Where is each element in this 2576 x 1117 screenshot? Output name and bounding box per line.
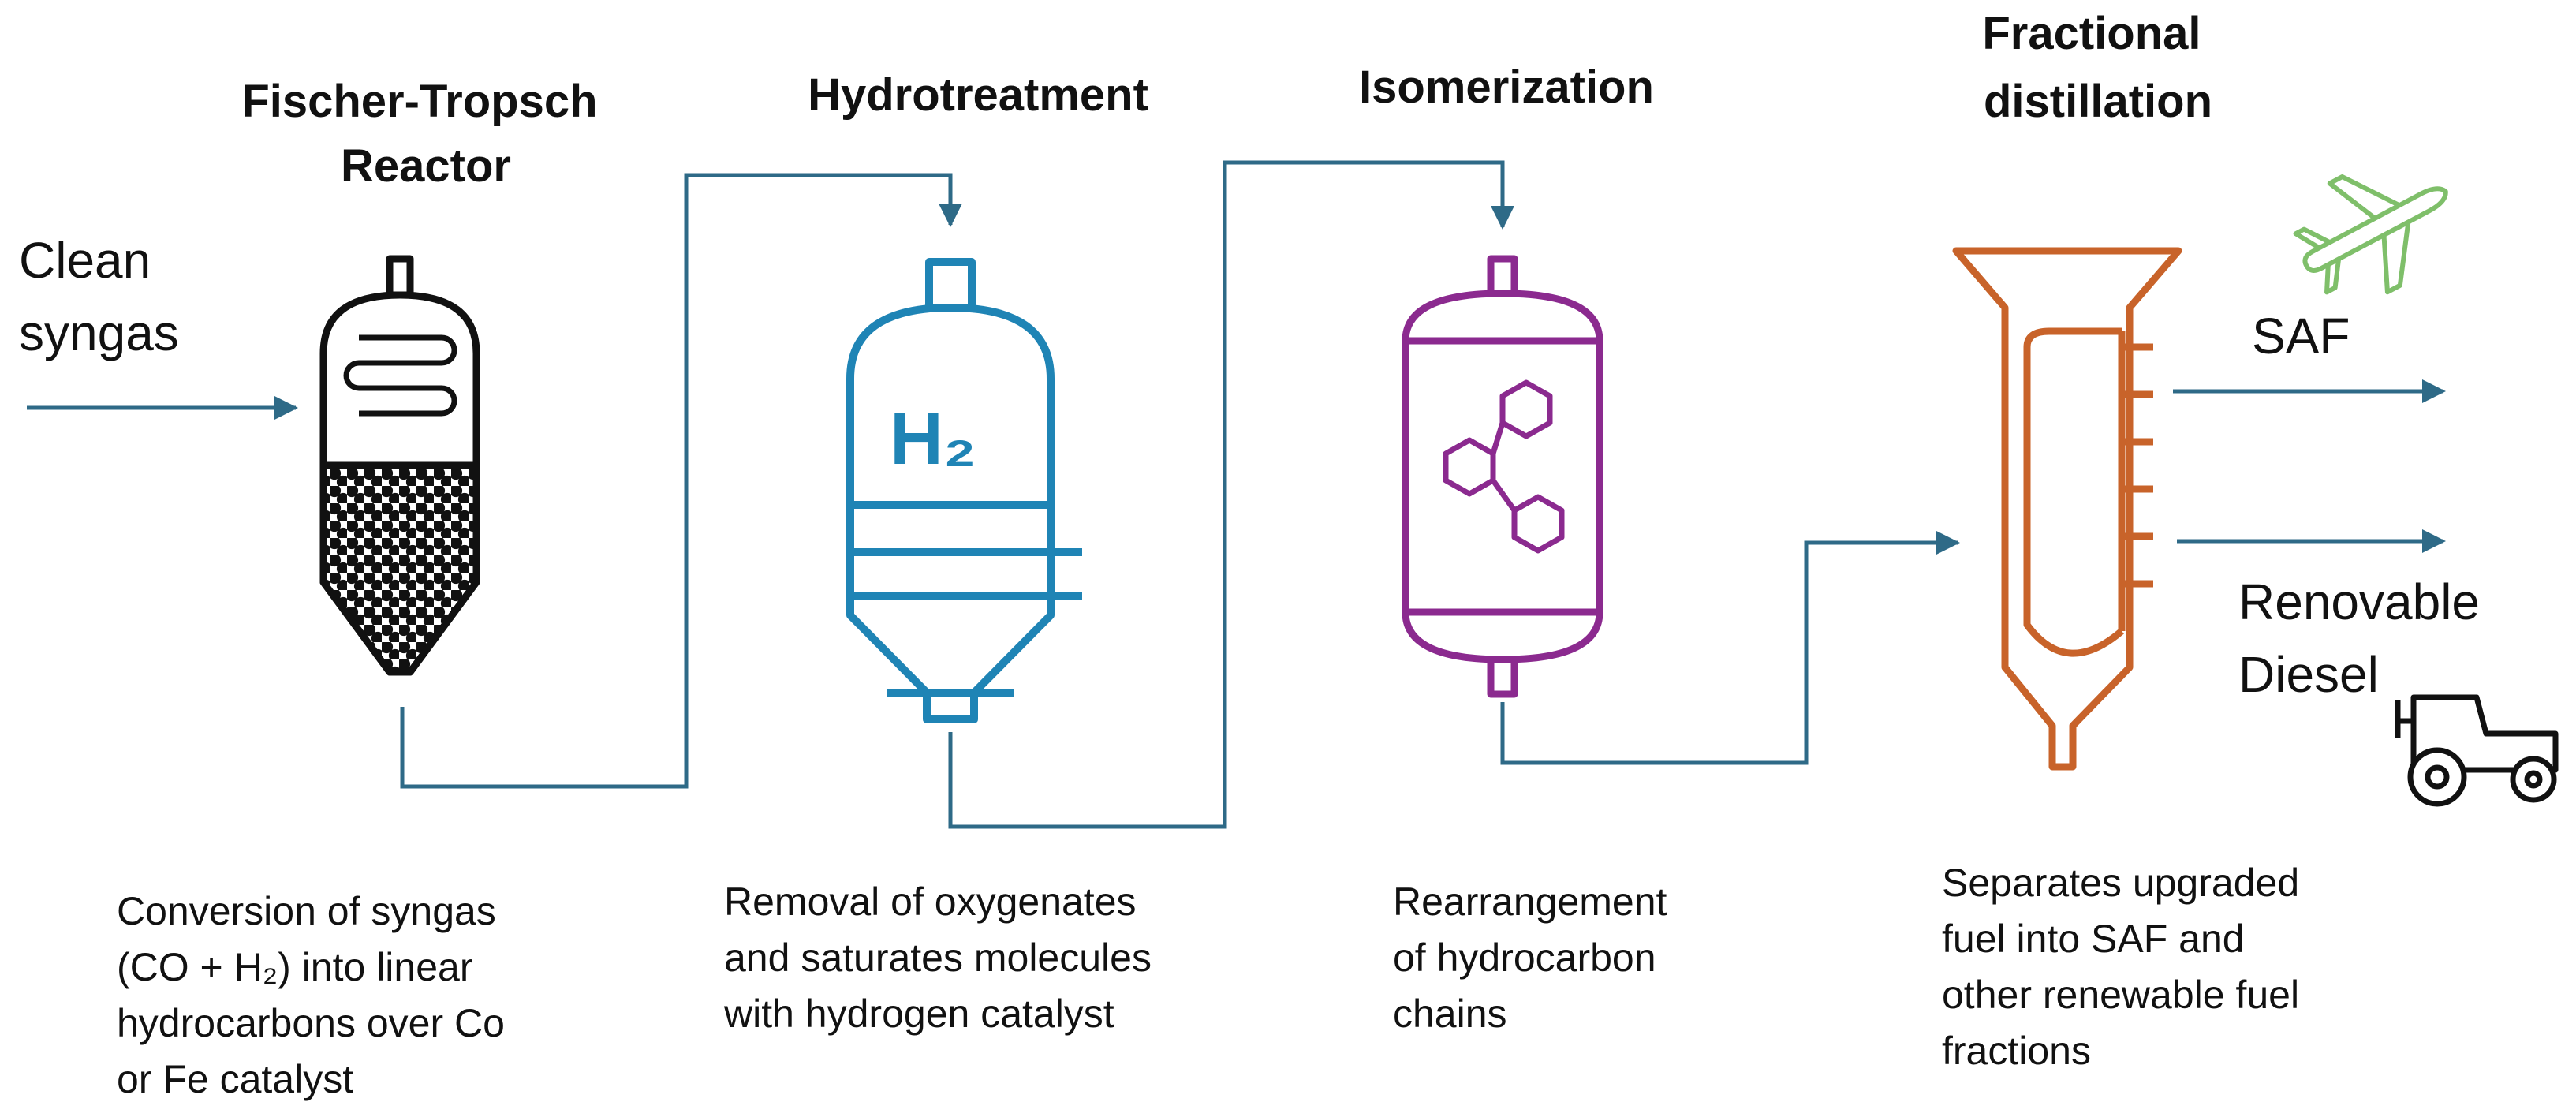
description-isomerization: Rearrangement of hydrocarbon chains [1393,880,1678,1036]
fischer-tropsch-reactor-icon [319,255,480,676]
stage-title-isomerization: Isomerization [1359,62,1654,113]
stage-title-fischer-tropsch: Fischer-Tropsch Reactor [241,76,610,192]
distillation-column-icon [1952,247,2182,771]
hexagon-chain-icon [1443,379,1565,554]
flow-iso-to-distillation [1500,531,1960,765]
renovable-diesel-label: Renovable Diesel [2238,573,2494,703]
hydrogen-label: H₂ [890,397,976,480]
description-fractional-distillation: Separates upgraded fuel into SAF and oth… [1942,861,2310,1073]
description-hydrotreatment: Removal of oxygenates and saturates mole… [723,880,1163,1036]
saf-label: SAF [2252,308,2350,364]
hydrotreatment-vessel-icon [846,258,1082,723]
flow-ft-to-hydro [400,173,962,789]
airplane-icon [2293,174,2448,295]
stage-title-hydrotreatment: Hydrotreatment [808,69,1148,121]
description-fischer-tropsch: Conversion of syngas (CO + H₂) into line… [117,889,516,1101]
feed-label: Clean syngas [19,232,179,361]
tractor-icon [2395,694,2559,807]
isomerization-vessel-icon [1402,255,1603,698]
stage-title-fractional-distillation: Fractional distillation [1982,8,2213,127]
flow-hydro-to-iso [948,160,1514,829]
